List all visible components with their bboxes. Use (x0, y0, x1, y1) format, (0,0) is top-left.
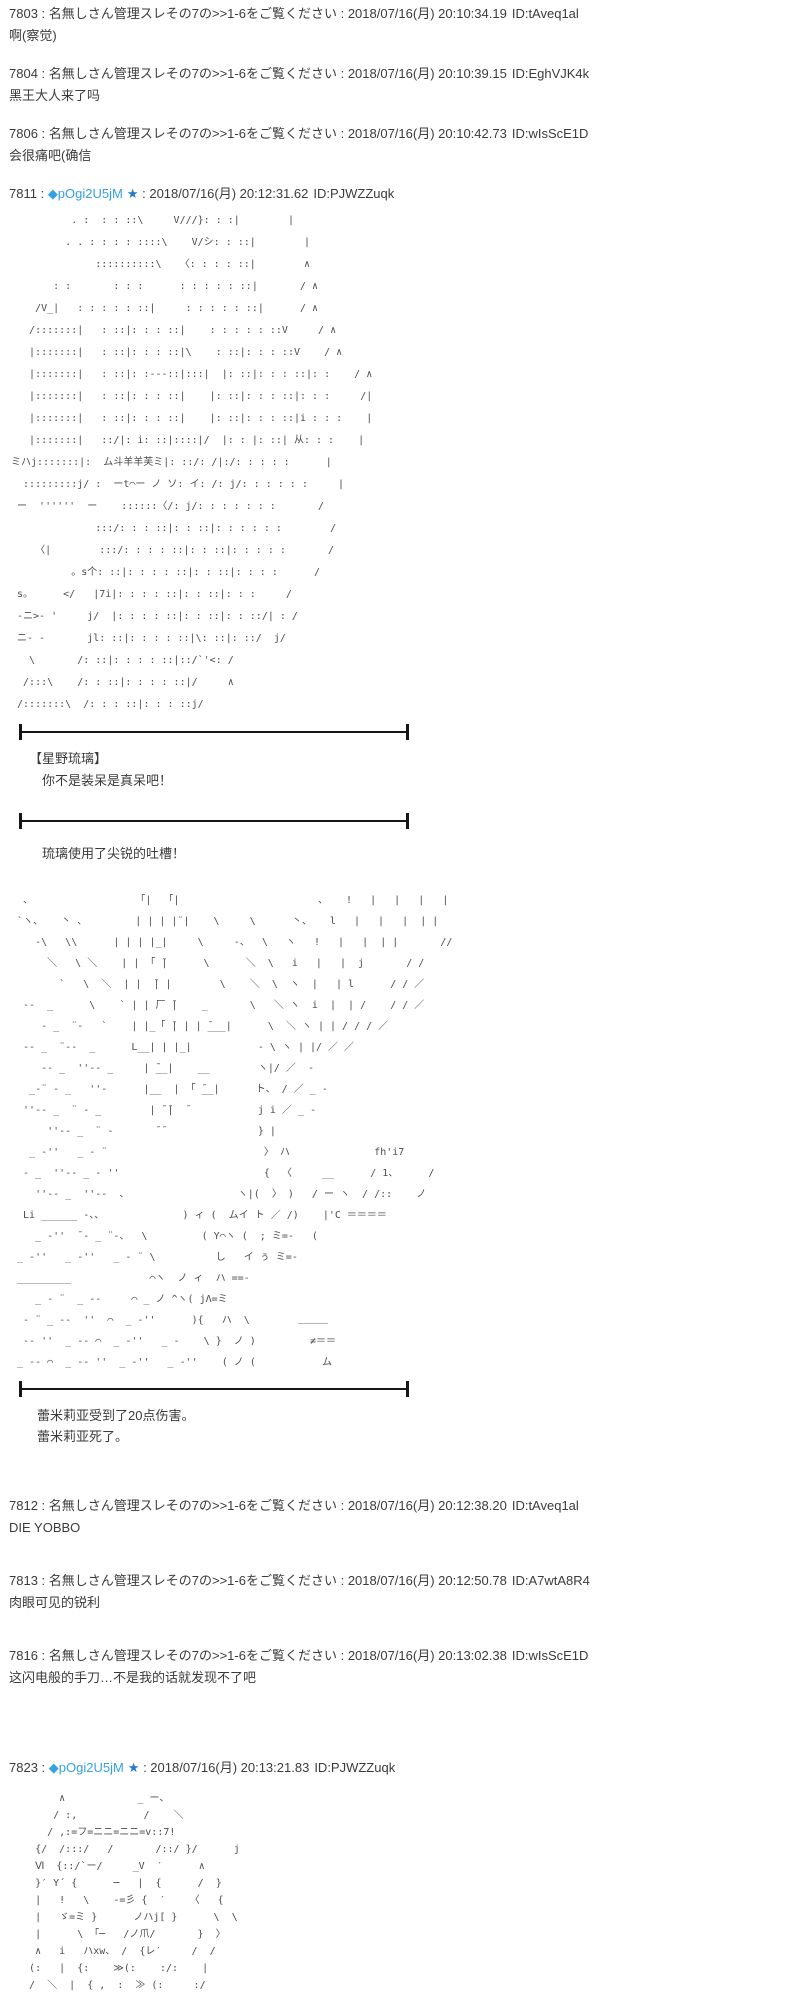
separator: : (139, 1760, 151, 1775)
action-text: 琉璃使用了尖锐的吐槽！ (42, 846, 186, 861)
post-number: 7812 (9, 1498, 38, 1513)
separator: : (336, 126, 348, 141)
post: 7813 : 名無しさん管理スレその7の>>1-6をご覧ください : 2018/… (9, 1572, 792, 1611)
post-header: 7812 : 名無しさん管理スレその7の>>1-6をご覧ください : 2018/… (9, 1497, 792, 1514)
post-header: 7823 : ◆pOgi2U5jM★ : 2018/07/16(月) 20:13… (9, 1759, 792, 1776)
ascii-art-character: . : : : ::\ V///}: : :| | . . : : : : ::… (11, 215, 373, 710)
post-datetime: 2018/07/16(月) 20:12:38.20 (347, 1498, 507, 1513)
post-body: 肉眼可见的锐利 (9, 1595, 101, 1610)
post-header: 7806 : 名無しさん管理スレその7の>>1-6をご覧ください : 2018/… (9, 125, 792, 142)
post-header: 7803 : 名無しさん管理スレその7の>>1-6をご覧ください : 2018/… (9, 5, 792, 22)
separator: : (336, 66, 348, 81)
separator: : (37, 1498, 49, 1513)
post-id: ID:EghVJK4k (511, 66, 590, 81)
post-number: 7823 (9, 1760, 38, 1775)
post-number: 7804 (9, 66, 38, 81)
rule-line (19, 731, 409, 733)
post-datetime: 2018/07/16(月) 20:12:50.78 (347, 1573, 507, 1588)
post-id: ID:wIsScE1D (511, 1648, 589, 1663)
dialog-rule (19, 813, 409, 829)
post: 7816 : 名無しさん管理スレその7の>>1-6をご覧ください : 2018/… (9, 1647, 792, 1686)
post-id: ID:PJWZZuqk (314, 1760, 396, 1775)
poster-name: 名無しさん管理スレその7の>>1-6をご覧ください (48, 1648, 337, 1663)
poster-name: 名無しさん管理スレその7の>>1-6をご覧ください (48, 6, 337, 21)
tripcode-link[interactable]: ◆pOgi2U5jM (48, 1760, 124, 1775)
dialog-rule (19, 1381, 409, 1397)
post-number: 7816 (9, 1648, 38, 1663)
speaker-name: 【星野琉璃】 (29, 751, 108, 766)
post-number: 7806 (9, 126, 38, 141)
separator: : (37, 1760, 49, 1775)
post-id: ID:PJWZZuqk (313, 186, 395, 201)
tripcode-link[interactable]: ◆pOgi2U5jM (47, 186, 123, 201)
post-body: 黑王大人来了吗 (9, 88, 101, 103)
rule-tick (406, 1381, 409, 1397)
post-id: ID:wIsScE1D (511, 126, 589, 141)
rule-tick (406, 724, 409, 740)
post-id: ID:A7wtA8R4 (511, 1573, 590, 1588)
rule-line (19, 820, 409, 822)
post-number: 7813 (9, 1573, 38, 1588)
post-header: 7804 : 名無しさん管理スレその7の>>1-6をご覧ください : 2018/… (9, 65, 792, 82)
separator: : (37, 126, 49, 141)
post-datetime: 2018/07/16(月) 20:13:21.83 (150, 1760, 310, 1775)
post-body: 啊(察觉) (9, 28, 57, 43)
post-datetime: 2018/07/16(月) 20:12:31.62 (149, 186, 309, 201)
post-body: DIE YOBBO (9, 1520, 81, 1535)
separator: : (37, 6, 49, 21)
separator: : (37, 1648, 49, 1663)
separator: : (36, 186, 48, 201)
rule-tick (406, 813, 409, 829)
poster-name: 名無しさん管理スレその7の>>1-6をご覧ください (48, 1573, 337, 1588)
post: 7804 : 名無しさん管理スレその7の>>1-6をご覧ください : 2018/… (9, 65, 792, 104)
post: 7806 : 名無しさん管理スレその7の>>1-6をご覧ください : 2018/… (9, 125, 792, 164)
post-datetime: 2018/07/16(月) 20:10:34.19 (347, 6, 507, 21)
post: 7811 : ◆pOgi2U5jM★ : 2018/07/16(月) 20:12… (9, 185, 792, 1447)
post-header: 7813 : 名無しさん管理スレその7の>>1-6をご覧ください : 2018/… (9, 1572, 792, 1589)
separator: : (37, 66, 49, 81)
separator: : (336, 1498, 348, 1513)
post-datetime: 2018/07/16(月) 20:10:42.73 (347, 126, 507, 141)
post-id: ID:tAveq1al (511, 6, 579, 21)
poster-name: 名無しさん管理スレその7の>>1-6をご覧ください (48, 126, 337, 141)
rule-line (19, 1388, 409, 1390)
separator: : (336, 1648, 348, 1663)
post-number: 7803 (9, 6, 38, 21)
separator: : (336, 1573, 348, 1588)
post-datetime: 2018/07/16(月) 20:13:02.38 (347, 1648, 507, 1663)
post-body: 会很痛吧(确信 (9, 148, 92, 163)
star-icon: ★ (126, 186, 139, 201)
post-number: 7811 (9, 186, 37, 201)
result-text: 蕾米莉亚受到了20点伤害。 蕾米莉亚死了。 (37, 1408, 195, 1444)
post: 7803 : 名無しさん管理スレその7の>>1-6をご覧ください : 2018/… (9, 5, 792, 44)
ascii-art-bottom: ∧ _ ー、 / :, / ＼ / ,:=フ=ニニ=ニニ=v::7! {/ /:… (29, 1793, 240, 1991)
post-id: ID:tAveq1al (511, 1498, 579, 1513)
star-icon: ★ (127, 1760, 140, 1775)
separator: : (336, 6, 348, 21)
post: 7823 : ◆pOgi2U5jM★ : 2018/07/16(月) 20:13… (9, 1759, 792, 1994)
separator: : (138, 186, 150, 201)
post: 7812 : 名無しさん管理スレその7の>>1-6をご覧ください : 2018/… (9, 1497, 792, 1536)
dialog-text: 你不是装呆是真呆吧！ (42, 773, 173, 788)
poster-name: 名無しさん管理スレその7の>>1-6をご覧ください (48, 66, 337, 81)
post-body: 这闪电般的手刀…不是我的话就发现不了吧 (9, 1670, 257, 1685)
post-datetime: 2018/07/16(月) 20:10:39.15 (347, 66, 507, 81)
separator: : (37, 1573, 49, 1588)
poster-name: 名無しさん管理スレその7の>>1-6をご覧ください (48, 1498, 337, 1513)
dialog-rule (19, 724, 409, 740)
post-header: 7816 : 名無しさん管理スレその7の>>1-6をご覧ください : 2018/… (9, 1647, 792, 1664)
post-header: 7811 : ◆pOgi2U5jM★ : 2018/07/16(月) 20:12… (9, 185, 792, 202)
ascii-art-explosion: 、 「| 「| 、 ! | | | | `ヽ、 丶 、 | | | |¨| \ … (17, 895, 453, 1368)
